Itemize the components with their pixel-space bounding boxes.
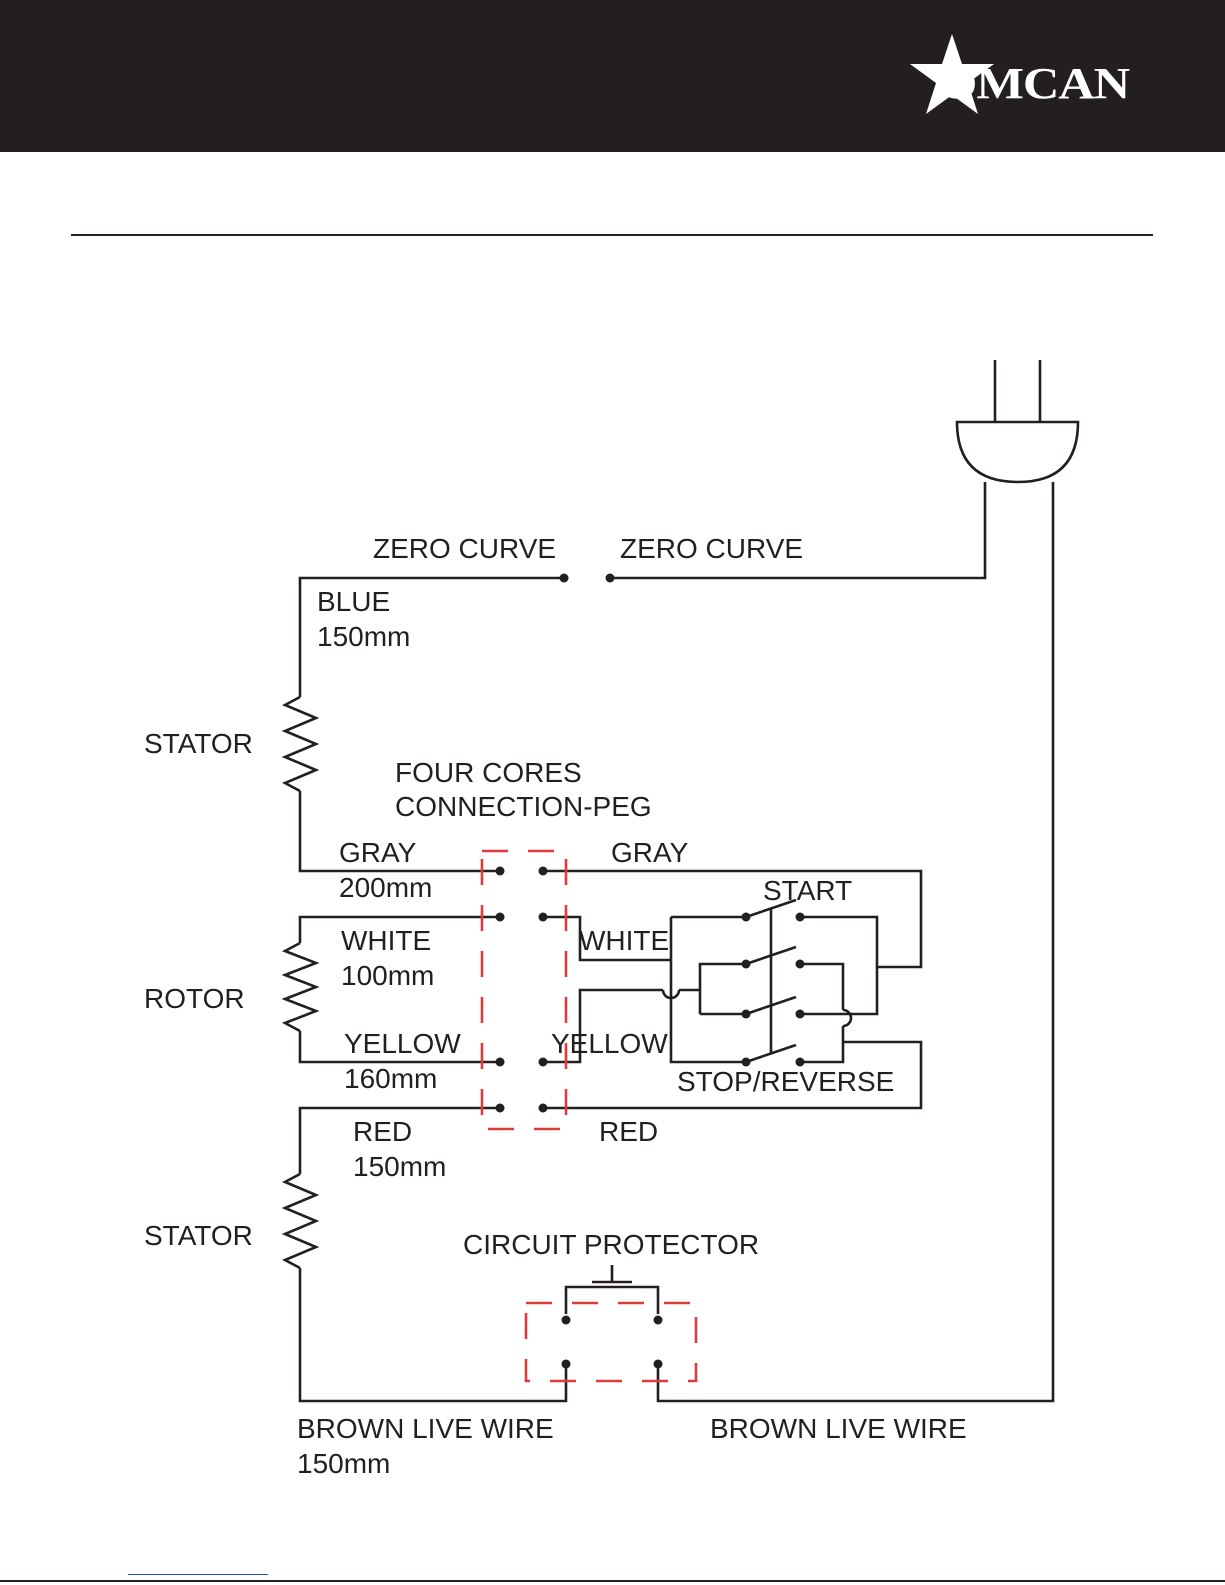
label-gray-length: 200mm: [339, 872, 432, 903]
label-stator-top: STATOR: [144, 728, 253, 759]
label-connection-peg: CONNECTION-PEG: [395, 791, 652, 822]
label-red-right: RED: [599, 1116, 658, 1147]
label-white-left: WHITE: [341, 925, 431, 956]
label-red-length: 150mm: [353, 1151, 446, 1182]
label-white-right: WHITE: [579, 925, 669, 956]
label-zero-curve-left: ZERO CURVE: [373, 533, 556, 564]
label-red-left: RED: [353, 1116, 412, 1147]
label-zero-curve-right: ZERO CURVE: [620, 533, 803, 564]
label-circuit-protector: CIRCUIT PROTECTOR: [463, 1229, 759, 1260]
label-start: START: [763, 875, 852, 906]
power-plug-icon: [957, 360, 1078, 482]
label-yellow-length: 160mm: [344, 1063, 437, 1094]
connection-peg-outline: [482, 851, 566, 1129]
label-stator-bottom: STATOR: [144, 1220, 253, 1251]
label-brown-length: 150mm: [297, 1448, 390, 1479]
label-yellow-left: YELLOW: [344, 1028, 461, 1059]
footer-link-underline: [128, 1574, 268, 1575]
label-gray-right: GRAY: [611, 837, 689, 868]
label-four-cores: FOUR CORES: [395, 757, 582, 788]
label-stop-reverse: STOP/REVERSE: [677, 1066, 894, 1097]
label-white-length: 100mm: [341, 960, 434, 991]
label-gray-left: GRAY: [339, 837, 417, 868]
footer-divider: [0, 1580, 1225, 1582]
label-brown-live-wire-left: BROWN LIVE WIRE: [297, 1413, 554, 1444]
label-brown-live-wire-right: BROWN LIVE WIRE: [710, 1413, 967, 1444]
label-rotor: ROTOR: [144, 983, 245, 1014]
label-blue: BLUE: [317, 586, 390, 617]
circuit-protector-outline: [526, 1303, 696, 1381]
label-yellow-right: YELLOW: [551, 1028, 668, 1059]
label-blue-length: 150mm: [317, 621, 410, 652]
